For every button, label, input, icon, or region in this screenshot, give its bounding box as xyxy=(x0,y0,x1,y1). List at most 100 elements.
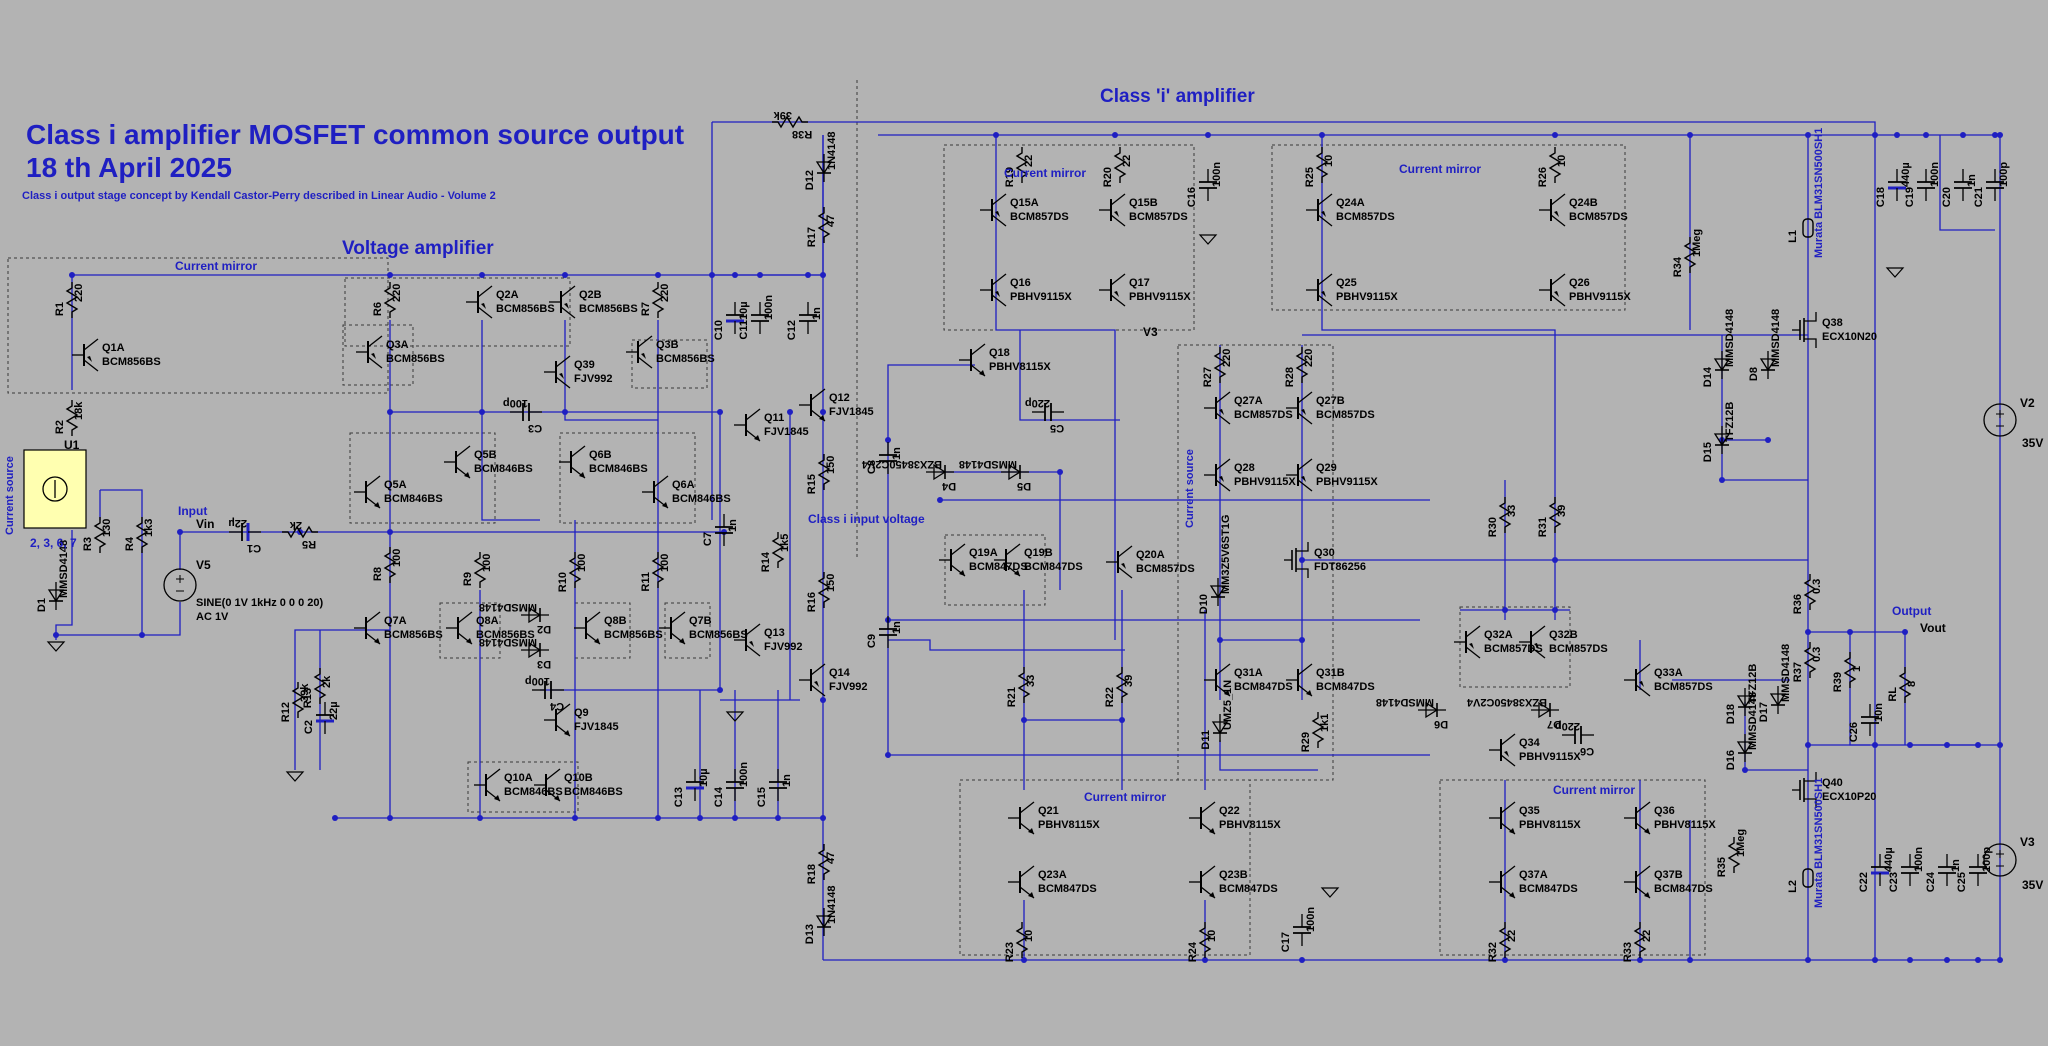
capacitor-ref: C5 xyxy=(1050,422,1064,434)
block-outline xyxy=(467,761,579,813)
net-label-vin: Vin xyxy=(196,517,215,531)
transistor-ref: Q2B xyxy=(579,289,602,301)
resistor-value: 47 xyxy=(825,215,837,227)
transistor-part: PBHV8115X xyxy=(1654,819,1716,831)
junction-dot xyxy=(1057,469,1063,475)
transistor-ref: Q37B xyxy=(1654,869,1683,881)
transistor-ref: Q3B xyxy=(656,339,679,351)
diode-part: MMSD4148 xyxy=(1780,644,1792,702)
transistor-part: BCM856BS xyxy=(384,629,443,641)
resistor-value: 22 xyxy=(1641,930,1653,942)
resistor-ref: R39 xyxy=(1832,672,1844,692)
resistor-ref: R25 xyxy=(1304,167,1316,187)
junction-dot xyxy=(1502,957,1508,963)
current-mirror-label: Current mirror xyxy=(175,259,258,273)
capacitor-ref: C8 xyxy=(866,460,878,474)
diode-part: BZX38450C2V4 xyxy=(861,458,942,470)
junction-dot xyxy=(1299,557,1305,563)
resistor-value: 0.3 xyxy=(1811,579,1823,594)
transistor-ref: Q6B xyxy=(589,449,612,461)
capacitor-value: 220p xyxy=(1025,397,1050,409)
junction-dot xyxy=(1637,957,1643,963)
junction-dot xyxy=(732,815,738,821)
ground-icon xyxy=(285,771,305,782)
junction-dot xyxy=(1975,957,1981,963)
voltage-amplifier-heading: Voltage amplifier xyxy=(342,238,494,259)
inductor-part: Murata BLM31SN500SH1 xyxy=(1813,128,1825,258)
junction-dot xyxy=(1217,637,1223,643)
v5-ac: AC 1V xyxy=(196,611,229,623)
components: R1220R218kR3130R41k3R52kR6220R7220R8100R… xyxy=(23,109,2017,962)
inductor-part: Murata BLM31SN500SH1 xyxy=(1813,778,1825,908)
block-outline xyxy=(664,602,711,659)
transistor-part: FJV1845 xyxy=(764,426,809,438)
resistor-ref: R16 xyxy=(806,592,818,612)
transistor-ref: Q21 xyxy=(1038,805,1059,817)
resistor-ref: R10 xyxy=(557,572,569,592)
resistor-value: 100 xyxy=(481,554,493,572)
resistor-value: 8 xyxy=(1906,681,1918,687)
transistor-part: PBHV8115X xyxy=(1038,819,1100,831)
input-label: Input xyxy=(178,504,208,518)
transistor-ref: Q12 xyxy=(829,392,850,404)
junction-dot xyxy=(1944,742,1950,748)
diode-part: TFZ12B xyxy=(1724,402,1736,442)
capacitor-value: 22µ xyxy=(228,517,247,529)
transistor-part: PBHV9115X xyxy=(1010,291,1072,303)
mosfet-ref: Q30 xyxy=(1314,547,1335,559)
capacitor-ref: C7 xyxy=(702,532,714,546)
resistor-ref: R11 xyxy=(640,572,652,592)
resistor-value: 220 xyxy=(73,284,85,302)
block-outline xyxy=(344,277,571,347)
transistor-part: BCM846BS xyxy=(589,463,648,475)
transistor-part: BCM847DS xyxy=(1654,883,1713,895)
transistor-ref: Q8A xyxy=(476,615,499,627)
junction-dot xyxy=(1552,557,1558,563)
junction-dot xyxy=(562,272,568,278)
capacitor-value: 1n xyxy=(781,774,793,787)
capacitor-value: 10µ xyxy=(698,768,710,787)
resistor-value: 39k xyxy=(773,109,792,121)
diode-ref: D5 xyxy=(1017,480,1031,492)
current-mirror-label: Current mirror xyxy=(1084,790,1167,804)
transistor-part: BCM846BS xyxy=(474,463,533,475)
ground-icon xyxy=(1885,267,1905,278)
current-mirror-label: Current mirror xyxy=(1399,162,1482,176)
junction-dot xyxy=(709,272,715,278)
page-subtitle: Class i output stage concept by Kendall … xyxy=(22,190,496,202)
ground-icon xyxy=(46,641,66,652)
net-label-v3: V3 xyxy=(1143,325,1158,339)
resistor-ref: R18 xyxy=(806,864,818,884)
junction-dot xyxy=(1299,957,1305,963)
resistor-ref: R12 xyxy=(280,702,292,722)
junction-dot xyxy=(1299,637,1305,643)
resistor-value: 39 xyxy=(1123,675,1135,687)
transistor-ref: Q5B xyxy=(474,449,497,461)
